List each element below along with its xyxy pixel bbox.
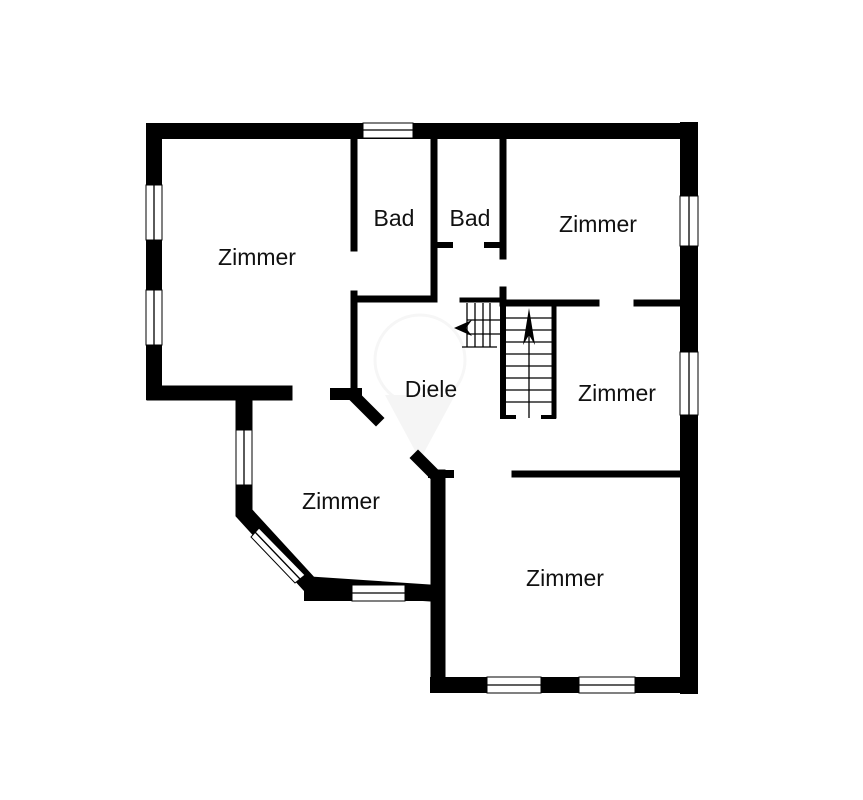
window <box>679 351 699 416</box>
room-label-zimmer-e: Zimmer <box>578 380 656 406</box>
windows <box>145 122 699 694</box>
remax-watermark-logo <box>373 313 467 460</box>
window <box>145 184 163 241</box>
window <box>250 527 306 584</box>
room-label-diele: Diele <box>405 376 457 402</box>
window <box>486 676 542 694</box>
room-label-bad-2: Bad <box>450 205 491 231</box>
window <box>145 289 163 346</box>
window <box>362 122 414 139</box>
room-label-zimmer-sw: Zimmer <box>302 488 380 514</box>
window <box>679 195 699 247</box>
window <box>351 584 406 602</box>
stair-arrow-left-icon <box>454 320 472 336</box>
window <box>235 429 253 486</box>
window <box>578 676 636 694</box>
staircase <box>454 297 557 419</box>
room-label-bad-1: Bad <box>374 205 415 231</box>
stair-arrow-up-icon <box>523 308 535 345</box>
room-label-zimmer-se: Zimmer <box>526 565 604 591</box>
room-label-zimmer-nw: Zimmer <box>218 244 296 270</box>
room-label-zimmer-ne: Zimmer <box>559 211 637 237</box>
